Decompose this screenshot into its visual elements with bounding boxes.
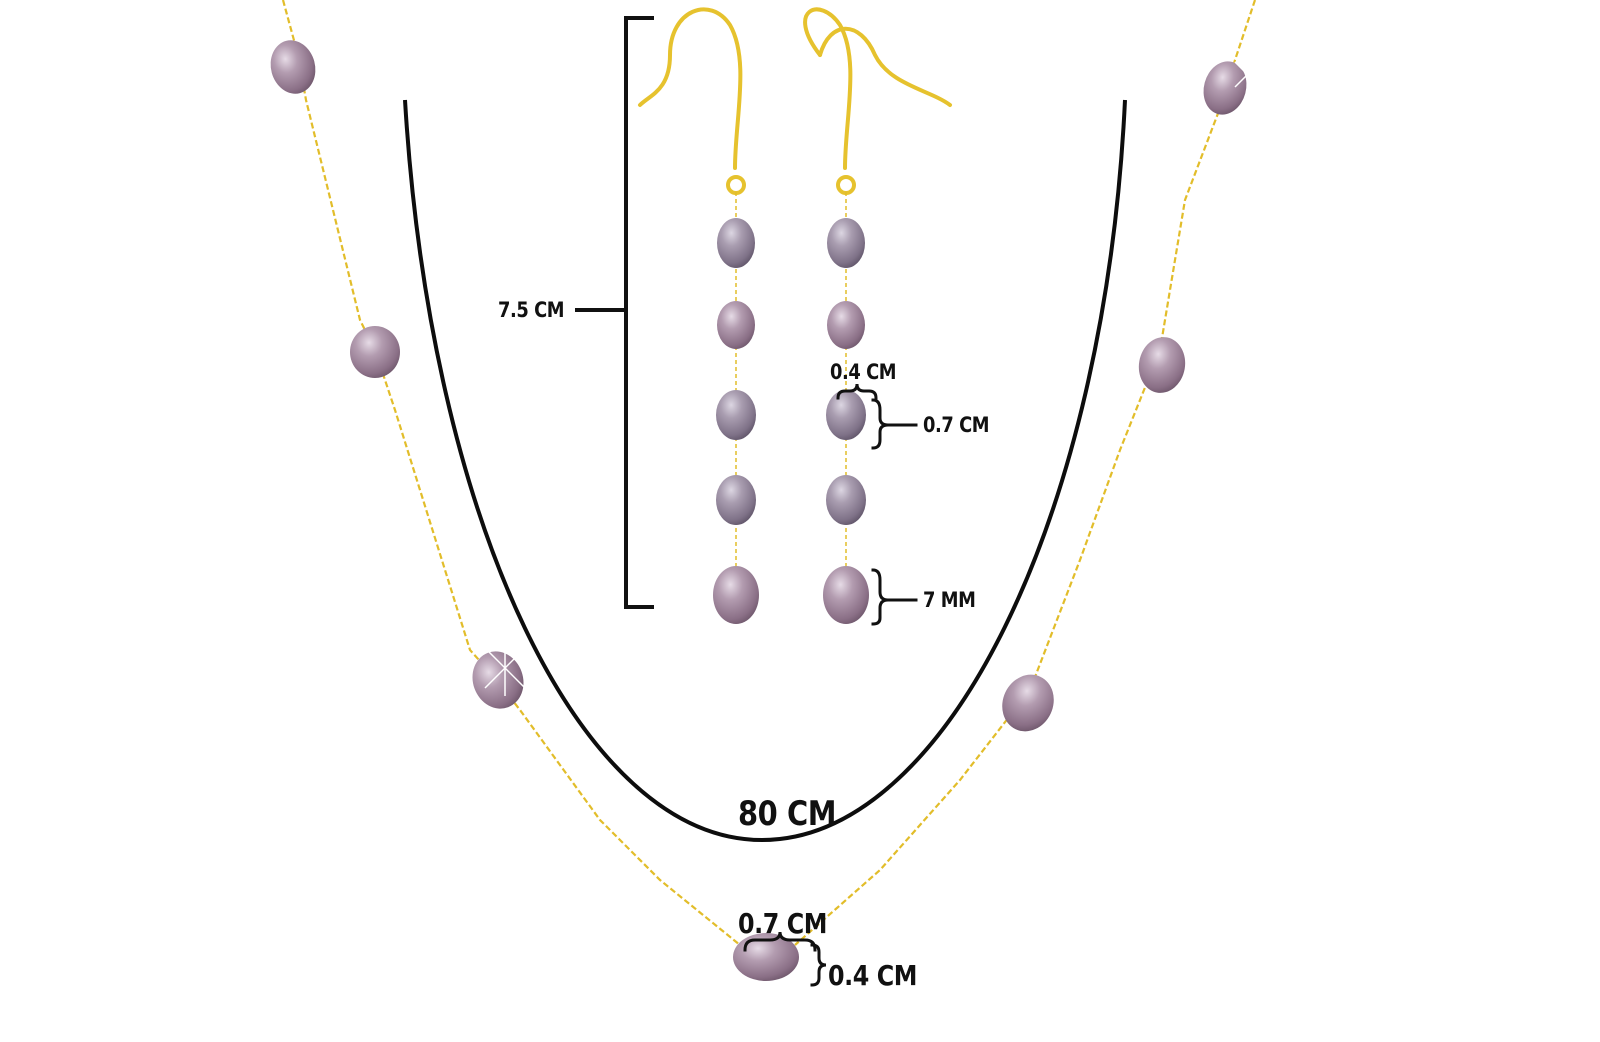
pearl	[713, 566, 759, 624]
pearl	[1203, 61, 1247, 115]
pearl	[827, 218, 865, 268]
necklace-display-curve	[403, 99, 1127, 843]
pearl	[1138, 337, 1186, 393]
earring-length-label: 7.5 CM	[498, 298, 565, 322]
necklace-pearls	[270, 40, 1247, 981]
necklace-pearl-width-label: 0.7 CM	[738, 907, 828, 940]
necklace-length-label: 80 CM	[738, 794, 837, 834]
pearl	[826, 390, 866, 440]
pearl	[733, 933, 799, 981]
necklace-chain	[281, 0, 1257, 946]
earring-pearl-width-label: 0.4 CM	[830, 360, 897, 384]
pearl	[823, 566, 869, 624]
pearl	[827, 301, 865, 349]
pearl	[717, 218, 755, 268]
dimension-lines	[575, 16, 918, 987]
pearl	[717, 301, 755, 349]
earring-pearls	[713, 218, 869, 624]
sparkles	[484, 61, 1261, 696]
earring-hooks	[638, 7, 952, 195]
pearl	[350, 326, 400, 378]
pearl	[826, 475, 866, 525]
pearl	[270, 40, 316, 94]
necklace-pearl-height-label: 0.4 CM	[828, 959, 918, 992]
earring-pearl-height-label: 0.7 CM	[923, 413, 990, 437]
pearl	[716, 390, 756, 440]
pearl	[1002, 674, 1054, 732]
earring-pearl-size-label: 7 MM	[923, 588, 976, 612]
pearl	[472, 651, 524, 709]
pearl	[716, 475, 756, 525]
